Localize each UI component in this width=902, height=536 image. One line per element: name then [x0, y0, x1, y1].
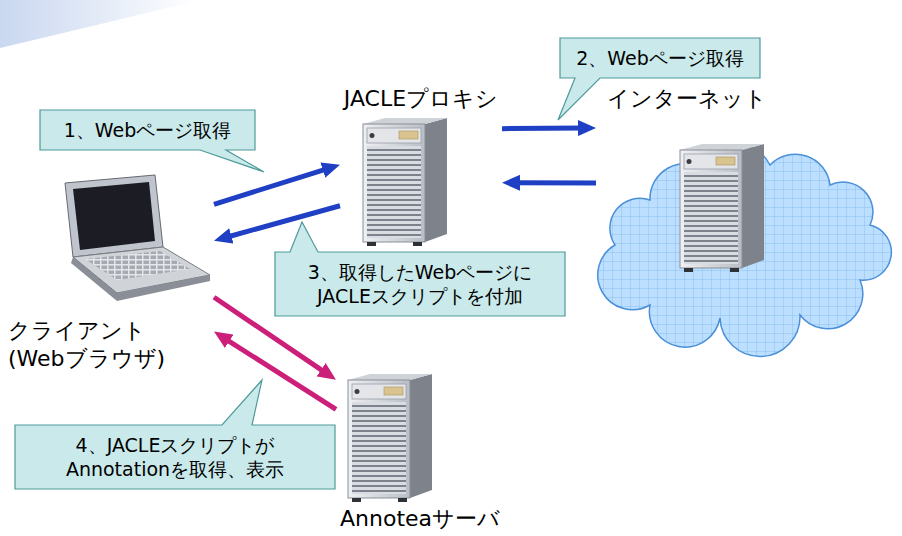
client-laptop: クライアント(Webブラウザ): [6, 172, 214, 374]
annotea-server-icon: [348, 374, 432, 502]
node-label: インターネット: [607, 86, 767, 112]
laptop-lid: [65, 175, 163, 257]
proxy-server-icon: [363, 118, 447, 246]
internet-server: インターネット: [596, 86, 778, 274]
node-label: (Webブラウザ): [8, 346, 165, 372]
proxy-server: JACLEプロキシ: [340, 86, 502, 250]
node-label: クライアント: [8, 318, 146, 344]
callout-outline: [15, 380, 335, 489]
node-label: Annoteaサーバ: [340, 506, 500, 532]
flow-arrow: [226, 206, 340, 238]
corner-decoration: [0, 0, 200, 48]
laptop-keyboard: [85, 251, 190, 280]
callout-text: 4、JACLEスクリプトが Annotationを取得、表示: [29, 433, 321, 481]
flow-arrow: [224, 338, 336, 409]
callout-text: 1、Webページ取得: [54, 118, 241, 142]
callout-outline: [40, 110, 264, 172]
laptop-base: [73, 247, 210, 293]
flow-arrow: [514, 180, 596, 185]
callout-outline: [275, 222, 565, 316]
callout-text: 2、Webページ取得: [574, 46, 746, 70]
callout-box: 1、Webページ取得: [40, 110, 255, 150]
callout-box: 2、Webページ取得: [560, 38, 760, 78]
laptop-screen: [73, 182, 155, 250]
laptop-front: [117, 275, 210, 301]
flow-arrow: [502, 126, 584, 132]
callout-text: 3、取得したWebページに JACLEスクリプトを付加: [289, 260, 551, 308]
node-label: JACLEプロキシ: [344, 86, 498, 112]
flow-arrow: [214, 168, 329, 204]
callout-box: 4、JACLEスクリプトが Annotationを取得、表示: [15, 425, 335, 489]
laptop-icon: [65, 175, 210, 301]
web-server-icon: [680, 144, 764, 272]
callout-box: 3、取得したWebページに JACLEスクリプトを付加: [275, 252, 565, 316]
annotea-server: Annoteaサーバ: [336, 370, 536, 534]
